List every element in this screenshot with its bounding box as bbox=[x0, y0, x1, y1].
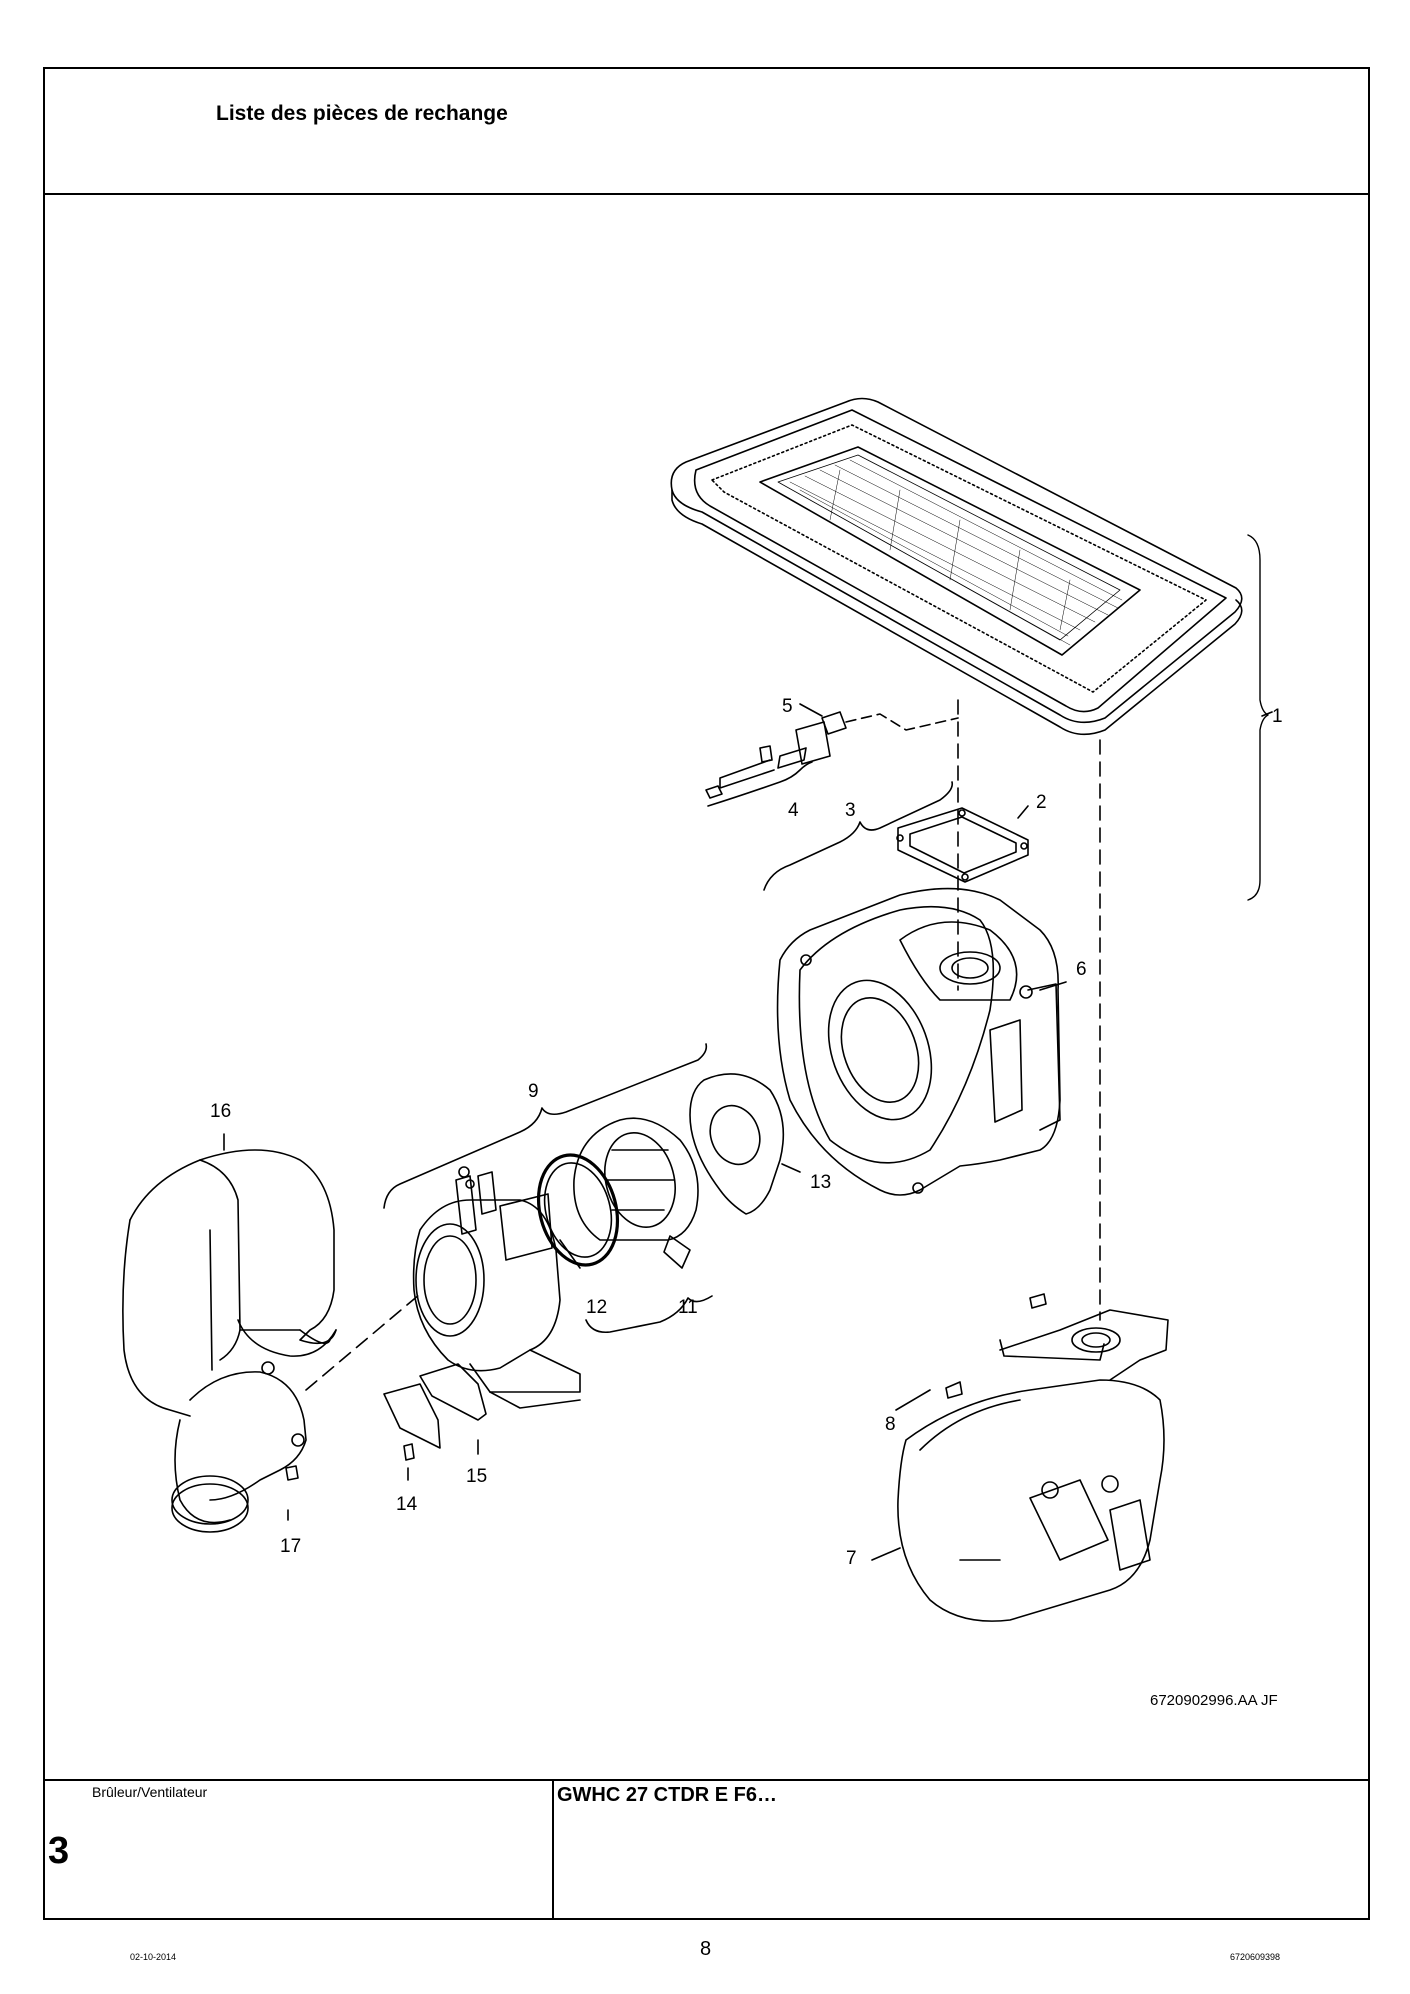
o-ring-drawing bbox=[536, 1153, 620, 1267]
callout-2: 2 bbox=[1036, 792, 1047, 813]
elbow-fitting-drawing bbox=[171, 1361, 307, 1533]
electrode-drawing bbox=[705, 711, 959, 799]
page-title: Liste des pièces de rechange bbox=[216, 102, 508, 125]
callout-15: 15 bbox=[466, 1466, 487, 1487]
footer-divider bbox=[43, 1779, 1370, 1781]
fan-drawing bbox=[897, 1309, 1169, 1622]
callout-1: 1 bbox=[1272, 706, 1283, 727]
footer-date: 02-10-2014 bbox=[130, 1952, 177, 1962]
section-label: Brûleur/Ventilateur bbox=[92, 1784, 208, 1800]
callout-14: 14 bbox=[396, 1494, 418, 1515]
mixing-unit-drawing bbox=[412, 1166, 581, 1409]
callout-5: 5 bbox=[782, 696, 793, 717]
page-number: 8 bbox=[700, 1938, 712, 1960]
callout-6: 6 bbox=[1076, 959, 1087, 980]
document-code: 6720609398 bbox=[1230, 1952, 1281, 1962]
callout-4: 4 bbox=[788, 800, 799, 821]
burner-tray-drawing bbox=[670, 397, 1243, 736]
air-intake-elbow-drawing bbox=[122, 1149, 337, 1417]
callout-13: 13 bbox=[810, 1172, 831, 1193]
model-name: GWHC 27 CTDR E F6… bbox=[557, 1784, 778, 1806]
callout-11: 11 bbox=[678, 1297, 698, 1318]
cover-plate-drawing bbox=[383, 1383, 441, 1449]
callout-16: 16 bbox=[210, 1101, 231, 1122]
callout-8: 8 bbox=[885, 1414, 896, 1435]
footer-column-divider bbox=[552, 1779, 554, 1920]
drawing-reference: 6720902996.AA JF bbox=[1150, 1692, 1278, 1709]
callout-17: 17 bbox=[280, 1536, 301, 1557]
valve-gasket-drawing bbox=[419, 1363, 487, 1421]
callout-3: 3 bbox=[845, 800, 856, 821]
header-divider bbox=[43, 193, 1370, 195]
section-number: 3 bbox=[48, 1830, 70, 1872]
callout-7: 7 bbox=[846, 1548, 857, 1569]
burner-housing-drawing bbox=[776, 887, 1061, 1196]
gasket-drawing bbox=[896, 807, 1029, 883]
callout-9: 9 bbox=[528, 1081, 539, 1102]
plate-drawing bbox=[689, 1073, 785, 1215]
page-frame bbox=[43, 67, 1370, 1920]
callout-12: 12 bbox=[586, 1297, 607, 1318]
impeller-drawing bbox=[573, 1117, 699, 1269]
